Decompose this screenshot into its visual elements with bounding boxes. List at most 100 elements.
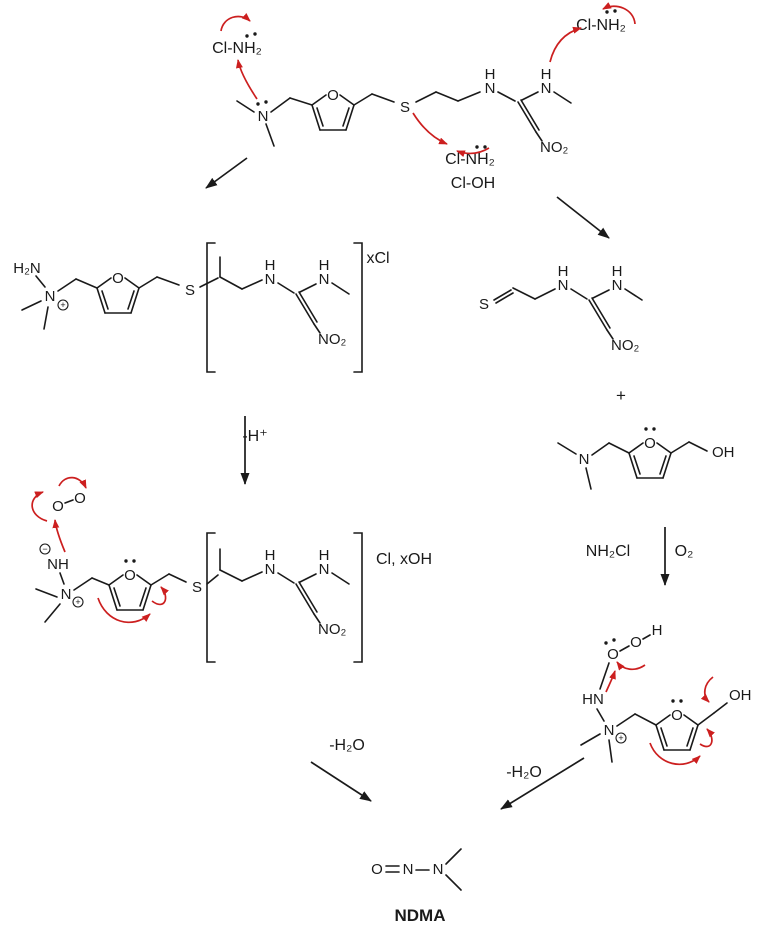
bond <box>557 442 577 455</box>
minus-h2o-label: -H₂O <box>329 737 365 754</box>
bond <box>21 300 42 311</box>
bracket-left <box>206 242 216 373</box>
bond <box>339 94 355 106</box>
bond <box>277 572 295 584</box>
bond <box>35 275 46 288</box>
bond <box>298 291 318 323</box>
bond <box>124 277 140 289</box>
bond <box>656 442 672 454</box>
bond <box>512 287 536 300</box>
minus-charge <box>39 543 51 555</box>
bond <box>96 277 112 289</box>
bond <box>241 571 263 582</box>
bond <box>624 288 643 301</box>
bond <box>608 739 613 763</box>
bond <box>591 442 610 456</box>
bond <box>445 874 462 891</box>
plus-charge-sign: + <box>75 597 80 607</box>
curved-arrow <box>602 2 636 25</box>
reaction-arrow-right <box>556 196 610 239</box>
bond <box>495 292 514 304</box>
reaction-arrow-to-ndma-left <box>310 761 372 802</box>
step1-ranitidine-structure: N O S H N NO₂ H N <box>236 66 572 156</box>
bond <box>136 574 152 586</box>
chlorol-label: Cl-OH <box>451 175 495 192</box>
amide-hn: HN <box>582 691 604 708</box>
curved-arrow <box>616 661 646 671</box>
bond <box>592 289 610 299</box>
bond <box>553 91 572 104</box>
o2-label: O₂ <box>675 543 694 560</box>
product-ndma: O N N NDMA <box>371 848 462 925</box>
bond <box>599 662 610 690</box>
curved-arrow <box>52 519 66 553</box>
bond <box>311 94 327 106</box>
lone-pair-dot <box>256 102 260 106</box>
bond <box>142 584 152 611</box>
bond <box>35 588 58 598</box>
bond <box>206 574 219 585</box>
nh-nitrogen: N <box>541 80 552 97</box>
nh-nitrogen: N <box>612 277 623 294</box>
bond <box>633 455 641 475</box>
bond <box>64 499 74 504</box>
nh-hydrogen: H <box>265 547 276 564</box>
bond <box>219 569 243 582</box>
amine-nitrogen: N <box>258 108 269 125</box>
step2-right-thioaldehyde: S H N NO₂ H N <box>479 263 643 354</box>
bond <box>588 299 608 331</box>
bond <box>580 733 601 746</box>
bond <box>628 442 644 454</box>
curved-arrow <box>649 742 701 766</box>
plus-charge-sign: + <box>618 733 623 743</box>
chloramine-label: Cl-NH₂ <box>212 40 262 57</box>
lone-pair-dot <box>604 641 608 645</box>
bond <box>345 104 355 131</box>
plus-charge <box>57 299 69 311</box>
nh-hydrogen: H <box>319 547 330 564</box>
nitro-group: NO₂ <box>611 337 640 354</box>
bond <box>521 91 539 101</box>
amine-nitrogen: N <box>433 861 444 878</box>
bond <box>91 577 110 586</box>
bond <box>697 712 715 726</box>
bond <box>139 587 147 607</box>
bond <box>342 107 350 127</box>
ammonium-nitrogen: N <box>45 288 56 305</box>
curved-arrow <box>699 728 715 748</box>
bond <box>298 581 318 613</box>
nitro-group: NO₂ <box>318 621 347 638</box>
chloramine-label: Cl-NH₂ <box>576 17 626 34</box>
amide-nh: NH <box>47 556 69 573</box>
bond <box>168 573 187 583</box>
bond <box>241 279 263 290</box>
hydroxyl-group: OH <box>729 687 752 704</box>
hydroxyl-group: OH <box>712 444 735 461</box>
curved-arrow <box>549 26 582 63</box>
curved-arrow <box>235 59 258 100</box>
nh2cl-label: NH₂Cl <box>586 543 630 560</box>
bond <box>331 282 350 295</box>
bond <box>497 91 516 102</box>
bond <box>353 93 373 106</box>
bond <box>655 714 671 726</box>
bond <box>199 277 219 288</box>
peroxide-hydrogen: H <box>652 622 663 639</box>
bond <box>660 727 668 747</box>
lone-pair-dot <box>612 638 616 642</box>
bond <box>108 584 118 611</box>
sulfur-atom: S <box>400 99 410 116</box>
step3-right-hydroperoxide: H O O HN N + O OH <box>580 622 752 766</box>
bond <box>608 442 630 454</box>
bond <box>313 613 321 624</box>
bond <box>683 714 699 726</box>
bond <box>265 123 275 147</box>
bond <box>415 91 437 103</box>
step2-right-furanylamine: N O OH <box>557 427 735 490</box>
cl-xoh-label: Cl, xOH <box>376 551 432 568</box>
nitro-group: NO₂ <box>540 139 569 156</box>
bond <box>535 131 543 142</box>
lone-pair-dot <box>264 100 268 104</box>
bond <box>236 100 255 113</box>
bond <box>628 452 638 479</box>
